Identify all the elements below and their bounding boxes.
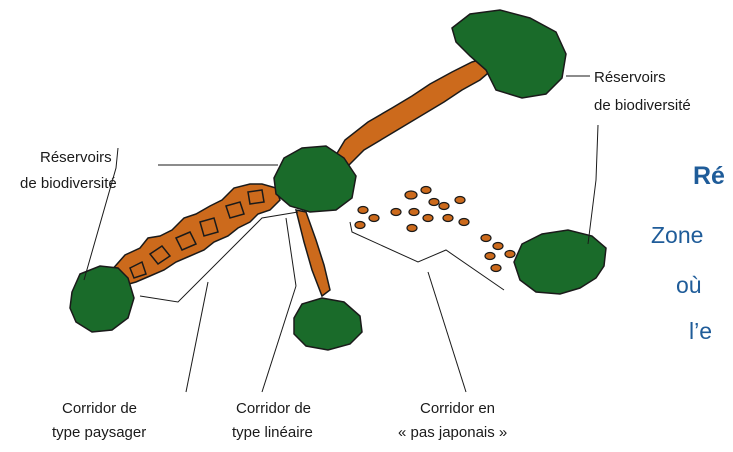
label-reservoir-left-1: Réservoirs	[40, 149, 112, 166]
label-reservoir-right-2: de biodiversité	[594, 97, 691, 114]
side-heading: Ré	[693, 162, 725, 190]
reservoirs	[69, 9, 607, 351]
label-reservoir-left-2: de biodiversité	[20, 175, 117, 192]
label-corridor-paysager-2: type paysager	[52, 424, 146, 441]
label-corridor-lineaire-1: Corridor de	[236, 400, 311, 417]
label-corridor-paysager-1: Corridor de	[62, 400, 137, 417]
linear-corridor	[294, 209, 331, 298]
side-text-line-2: où	[676, 272, 702, 298]
label-corridor-pas-1: Corridor en	[420, 400, 495, 417]
leader-lines	[83, 75, 599, 393]
reservoir-bottom-middle	[293, 297, 363, 351]
reservoir-right	[513, 229, 607, 295]
label-corridor-lineaire-2: type linéaire	[232, 424, 313, 441]
upper-linear-corridor	[329, 57, 496, 178]
side-text-line-1: Zone	[651, 222, 704, 248]
stepping-stones	[354, 185, 516, 273]
reservoir-top	[451, 9, 567, 99]
label-reservoir-right-1: Réservoirs	[594, 69, 666, 86]
reservoir-bottom-left	[69, 265, 135, 333]
reservoir-central	[273, 145, 357, 213]
side-text-line-3: l’e	[689, 318, 713, 344]
label-corridor-pas-2: « pas japonais »	[398, 424, 507, 441]
landscape-corridor	[109, 183, 281, 287]
